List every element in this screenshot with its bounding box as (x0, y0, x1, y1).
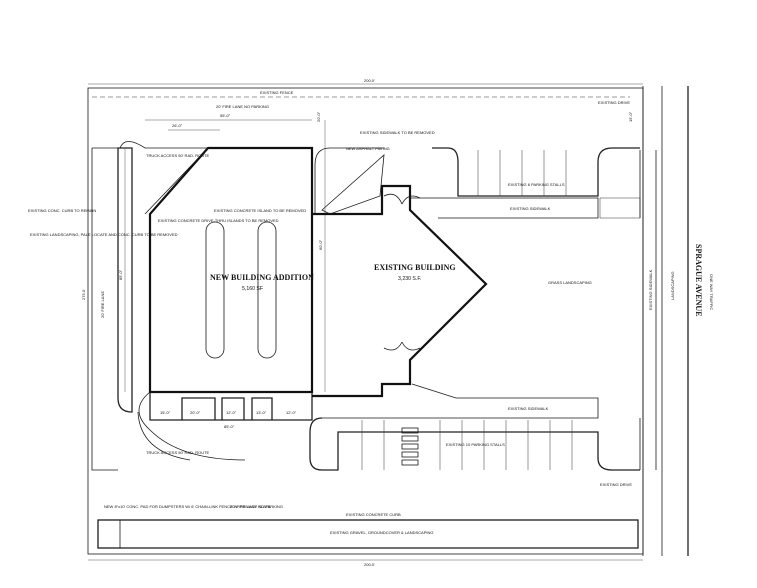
drive-thru-island-2 (257, 221, 277, 359)
new-asphalt-area (321, 154, 385, 215)
label-truck-access-top: TRUCK ACCESS 50' RAD. ROUTE (146, 153, 210, 158)
existing-building-outline (312, 184, 488, 398)
left-landscape-strip (117, 147, 133, 413)
gravel-patch (599, 197, 641, 219)
label-street: SPRAGUE AVENUE (694, 244, 703, 317)
label-street-sub: ONE WAY TRAFFIC (709, 274, 714, 310)
label-new-building: NEW BUILDING ADDITION (210, 273, 314, 282)
bottom-parking-stalls (361, 420, 573, 470)
label-new-building-area: 5,160 SF (242, 286, 263, 292)
truck-route-bottom (138, 391, 246, 461)
label-existing-fence: EXISTING FENCE (260, 90, 294, 95)
top-sidewalk (410, 197, 599, 219)
label-concrete-curb-left: EXISTING CONC. CURB TO REMAIN (28, 208, 96, 213)
label-concrete-islands: EXISTING CONCRETE DRIVE-THRU ISLANDS TO … (158, 218, 279, 223)
label-canopy-remove: EXISTING CONCRETE ISLAND TO BE REMOVED (214, 208, 306, 213)
top-parking-curb (432, 147, 640, 197)
truck-route-bottom-2 (137, 411, 191, 461)
label-dim-h: 13'-0" (256, 410, 267, 415)
label-gravel-bottom: EXISTING GRAVEL, GROUNDCOVER & LANDSCAPI… (330, 530, 434, 535)
left-concrete-curb (91, 147, 118, 471)
label-dim-i: 12'-0" (286, 410, 297, 415)
label-existing-drive-top: EXISTING DRIVE (598, 100, 630, 105)
label-existing-sidewalk-vert: EXISTING SIDEWALK (648, 269, 653, 310)
label-dim-b: 55'-0" (220, 113, 231, 118)
label-dim-d: 60'-0" (318, 239, 323, 250)
truck-route-top (119, 141, 146, 149)
new-building-outline (148, 146, 314, 394)
drive-thru-island-1 (205, 221, 225, 359)
label-dim-bottom: 200.0' (364, 562, 375, 567)
canopy-diagonal (144, 147, 209, 215)
dumpster-pad (97, 519, 121, 549)
label-fire-lane-side: 20' FIRE LANE (100, 291, 105, 318)
bottom-parking-curb (309, 417, 640, 471)
label-sidewalk-remove: EXISTING SIDEWALK TO BE REMOVED (360, 130, 435, 135)
label-grass: GRASS LANDSCAPING (548, 280, 592, 285)
door-swing-top (383, 193, 421, 205)
bottom-sidewalk (322, 383, 599, 419)
label-existing-drive-bottom: EXISTING DRIVE (600, 482, 632, 487)
label-fire-lane-bottom: 20' FIRE LANE NO PARKING (230, 504, 283, 509)
label-dim-top: 200.0' (364, 78, 375, 83)
label-dim-g: 12'-0" (226, 410, 237, 415)
crosswalk-stripes (401, 427, 419, 466)
label-dim-left: 275.0' (81, 289, 86, 300)
label-landscaping-left: EXISTING LANDSCAPING, PALE LOCATE AND CO… (30, 232, 178, 237)
label-dim-c: 85'-0" (118, 269, 123, 280)
label-new-asphalt: NEW ASPHALT PAVING (346, 146, 390, 151)
label-existing-building-area: 3,230 S.F. (398, 276, 421, 282)
label-dim-l: 20'-0" (316, 111, 321, 122)
label-concrete-curb-bottom: EXISTING CONCRETE CURB (346, 512, 401, 517)
label-sidewalk-top: EXISTING SIDEWALK (510, 206, 551, 211)
door-swing-bottom (383, 341, 421, 351)
label-parking-top: EXISTING 6 PARKING STALLS (508, 182, 565, 187)
label-parking-bottom: EXISTING 10 PARKING STALLS (446, 442, 505, 447)
label-dim-a: 26'-0" (172, 123, 183, 128)
label-existing-building: EXISTING BUILDING (374, 263, 456, 272)
label-fire-lane-top: 20' FIRE LANE NO PARKING (216, 104, 269, 109)
bay-openings (149, 392, 313, 421)
label-dim-m: 15'-0" (628, 111, 633, 122)
label-dim-f: 20'-0" (190, 410, 201, 415)
label-dim-e: 15'-0" (160, 410, 171, 415)
label-dumpster-pad: NEW 8"x10' CONC. PAD FOR DUMPSTERS W/ 6'… (104, 504, 271, 509)
top-parking-stalls (477, 150, 567, 196)
label-dim-k: 85'-0" (224, 424, 235, 429)
label-landscaping-vert: LANDSCAPING (670, 271, 675, 300)
label-sidewalk-bottom: EXISTING SIDEWALK (508, 406, 549, 411)
sidewalk-curve (314, 147, 384, 214)
label-truck-access-bottom: TRUCK ACCESS 50' RAD. ROUTE (146, 450, 210, 455)
